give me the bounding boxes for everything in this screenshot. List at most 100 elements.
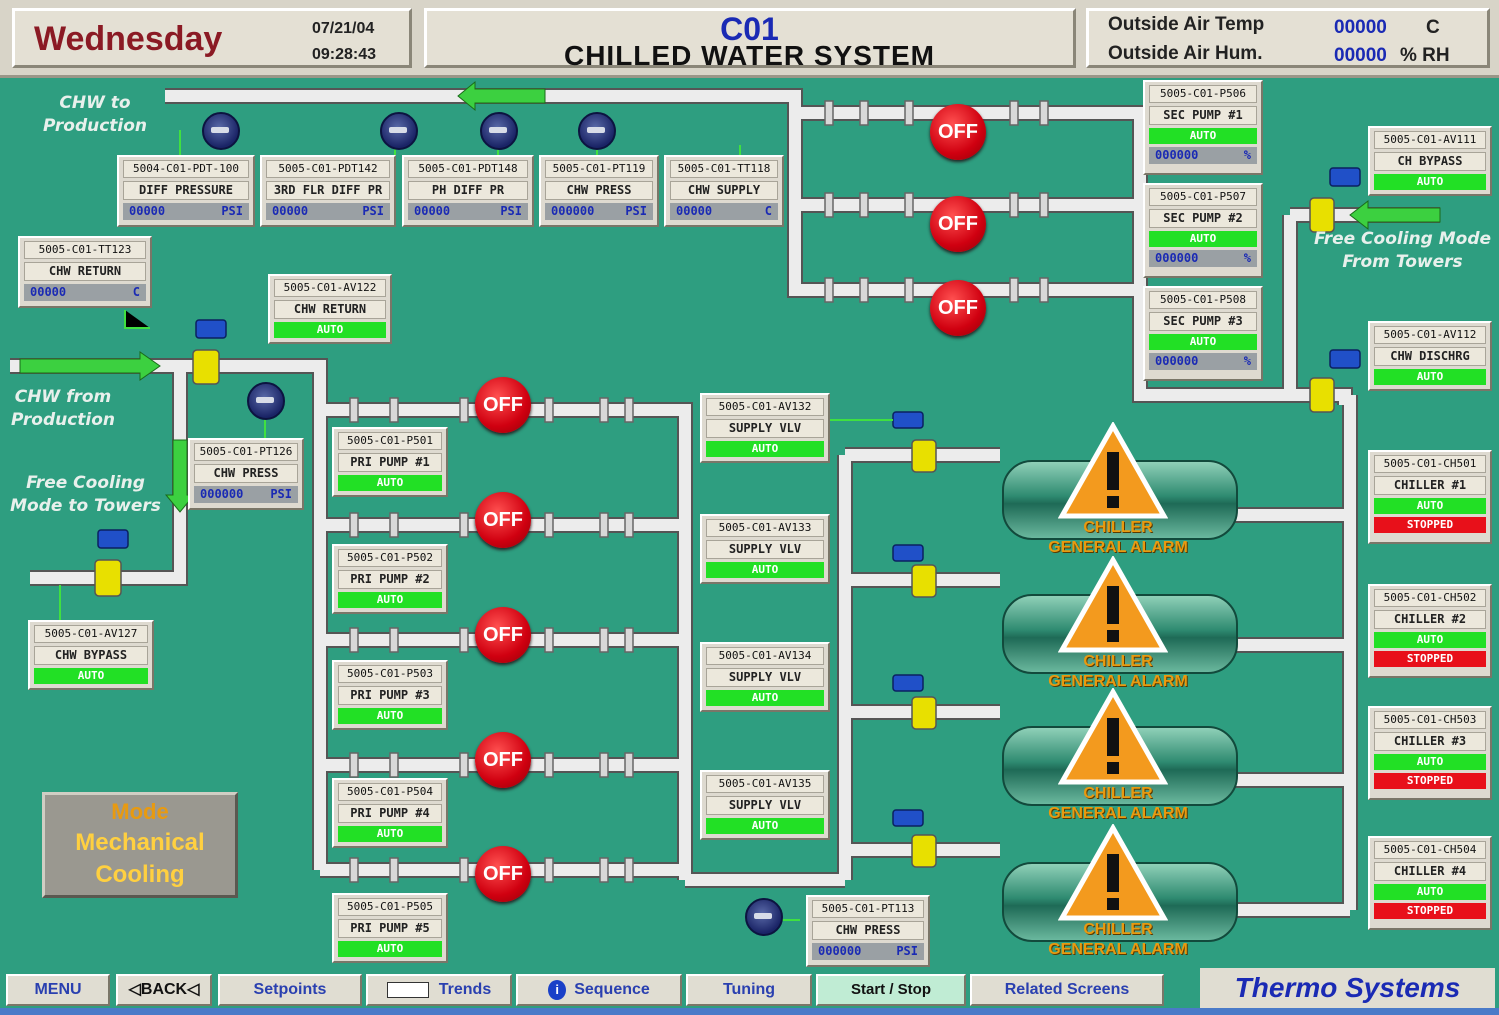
valve-box-av112[interactable]: 5005-C01-AV112 CHW DISCHRG AUTO: [1368, 321, 1492, 391]
label-chw-to-production: CHW to Production: [42, 93, 148, 136]
pri-pump-box-p503[interactable]: 5005-C01-P503 PRI PUMP #3 AUTO: [332, 660, 448, 730]
alarm-line-1: CHILLER: [1083, 921, 1153, 938]
setpoints-button[interactable]: Setpoints: [218, 974, 362, 1006]
valve-desc: SUPPLY VLV: [706, 796, 824, 815]
valve-tag: 5005-C01-AV122: [274, 279, 386, 297]
pri-pump-5-state[interactable]: OFF: [475, 846, 531, 902]
chiller-box-ch503[interactable]: 5005-C01-CH503 CHILLER #3 AUTO STOPPED: [1368, 706, 1492, 800]
pressure-transmitter-icon[interactable]: [745, 898, 783, 936]
oah-unit: % RH: [1400, 45, 1450, 66]
unit-text: PSI: [625, 204, 647, 218]
start-stop-button[interactable]: Start / Stop: [816, 974, 966, 1006]
pressure-transmitter-icon[interactable]: [480, 112, 518, 150]
pri-pump-1-state[interactable]: OFF: [475, 377, 531, 433]
value-text: 00000: [129, 204, 166, 218]
chiller-tag: 5005-C01-CH504: [1374, 841, 1486, 859]
date: 07/21/04: [312, 20, 375, 37]
pressure-transmitter-icon[interactable]: [380, 112, 418, 150]
page-title: CHILLED WATER SYSTEM: [563, 40, 936, 71]
valve-desc: CHW RETURN: [274, 300, 386, 319]
valve-box-av127[interactable]: 5005-C01-AV127 CHW BYPASS AUTO: [28, 620, 154, 690]
sec-pump-1-state[interactable]: OFF: [930, 104, 986, 160]
warning-icon: [1058, 824, 1168, 921]
pressure-transmitter-icon[interactable]: [578, 112, 616, 150]
pri-pump-box-p505[interactable]: 5005-C01-P505 PRI PUMP #5 AUTO: [332, 893, 448, 963]
pressure-transmitter-icon[interactable]: [247, 382, 285, 420]
chiller-box-ch502[interactable]: 5005-C01-CH502 CHILLER #2 AUTO STOPPED: [1368, 584, 1492, 678]
valve-box-av135[interactable]: 5005-C01-AV135 SUPPLY VLV AUTO: [700, 770, 830, 840]
valve-tag: 5005-C01-AV134: [706, 647, 824, 665]
sensor-desc: CHW PRESS: [545, 181, 653, 200]
chiller-box-ch501[interactable]: 5005-C01-CH501 CHILLER #1 AUTO STOPPED: [1368, 450, 1492, 544]
pri-pump-3-state[interactable]: OFF: [475, 607, 531, 663]
mode-panel[interactable]: Mode Mechanical Cooling: [42, 792, 238, 898]
sensor-tag: 5005-C01-PT119: [545, 160, 653, 178]
pri-pump-box-p502[interactable]: 5005-C01-P502 PRI PUMP #2 AUTO: [332, 544, 448, 614]
pump-status: AUTO: [338, 592, 442, 608]
pump-desc: SEC PUMP #1: [1149, 106, 1257, 125]
sec-pump-box-p507[interactable]: 5005-C01-P507 SEC PUMP #2 AUTO 000000%: [1143, 183, 1263, 278]
header-bar: Wednesday 07/21/04 09:28:43 C01 CHILLED …: [0, 0, 1499, 78]
pri-pump-box-p501[interactable]: 5005-C01-P501 PRI PUMP #1 AUTO: [332, 427, 448, 497]
back-button[interactable]: ◁BACK◁: [116, 974, 212, 1006]
pressure-transmitter-icon[interactable]: [202, 112, 240, 150]
valve-box-av134[interactable]: 5005-C01-AV134 SUPPLY VLV AUTO: [700, 642, 830, 712]
sensor-desc: DIFF PRESSURE: [123, 181, 249, 200]
value-text: 000000: [818, 944, 862, 958]
sec-pump-2-state[interactable]: OFF: [930, 196, 986, 252]
oat-unit: C: [1426, 17, 1440, 38]
chiller-tag: 5005-C01-CH501: [1374, 455, 1486, 473]
datetime-panel: [12, 8, 412, 68]
valve-desc: SUPPLY VLV: [706, 540, 824, 559]
label-free-cooling-from-towers: Free Cooling Mode From Towers: [1313, 229, 1492, 272]
pump-desc: SEC PUMP #2: [1149, 209, 1257, 228]
pri-pump-2-state[interactable]: OFF: [475, 492, 531, 548]
sensor-desc: CHW PRESS: [812, 921, 924, 940]
valve-box-av111[interactable]: 5005-C01-AV111 CH BYPASS AUTO: [1368, 126, 1492, 196]
valve-box-av132[interactable]: 5005-C01-AV132 SUPPLY VLV AUTO: [700, 393, 830, 463]
unit-text: C: [764, 204, 772, 218]
related-screens-button[interactable]: Related Screens: [970, 974, 1164, 1006]
pump-tag: 5005-C01-P502: [338, 549, 442, 567]
valve-desc: CH BYPASS: [1374, 152, 1486, 171]
sec-pump-box-p508[interactable]: 5005-C01-P508 SEC PUMP #3 AUTO 000000%: [1143, 286, 1263, 381]
valve-box-av133[interactable]: 5005-C01-AV133 SUPPLY VLV AUTO: [700, 514, 830, 584]
oat-label: Outside Air Temp: [1108, 14, 1265, 35]
unit-text: PSI: [500, 204, 522, 218]
brand-logo: Thermo Systems: [1200, 968, 1495, 1008]
pump-status: AUTO: [338, 475, 442, 491]
chiller-box-ch504[interactable]: 5005-C01-CH504 CHILLER #4 AUTO STOPPED: [1368, 836, 1492, 930]
menu-button[interactable]: MENU: [6, 974, 110, 1006]
valve-desc: CHW DISCHRG: [1374, 347, 1486, 366]
tuning-button[interactable]: Tuning: [686, 974, 812, 1006]
alarm-line-1: CHILLER: [1083, 785, 1153, 802]
pri-pump-4-state[interactable]: OFF: [475, 732, 531, 788]
sensor-desc: CHW SUPPLY: [670, 181, 778, 200]
pri-pump-box-p504[interactable]: 5005-C01-P504 PRI PUMP #4 AUTO: [332, 778, 448, 848]
valve-box-av122[interactable]: 5005-C01-AV122 CHW RETURN AUTO: [268, 274, 392, 344]
trends-button[interactable]: Trends: [366, 974, 512, 1006]
oah-value: 00000: [1334, 45, 1387, 66]
back-arrow-right-icon: ◁: [187, 981, 200, 998]
title-panel: [424, 8, 1076, 68]
chiller-tag: 5005-C01-CH502: [1374, 589, 1486, 607]
sec-pump-3-state[interactable]: OFF: [930, 280, 986, 336]
sec-pump-box-p506[interactable]: 5005-C01-P506 SEC PUMP #1 AUTO 000000%: [1143, 80, 1263, 175]
